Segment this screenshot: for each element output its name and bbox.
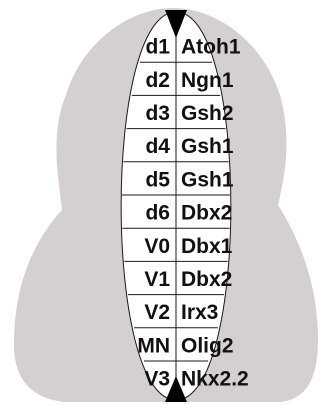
marker-gene: Ngn1 [181,69,234,92]
marker-gene: Irx3 [181,301,218,324]
roof-plate-triangle [165,10,187,38]
domain-name: V2 [144,301,170,324]
domain-name: MN [137,334,170,357]
marker-gene: Dbx2 [181,202,232,225]
marker-gene: Gsh1 [181,168,234,191]
domain-name: d3 [145,102,170,125]
domain-name: d1 [145,36,170,59]
marker-gene: Gsh2 [181,102,234,125]
marker-gene: Dbx1 [181,235,233,258]
marker-gene: Nkx2.2 [181,368,249,391]
domain-name: V1 [144,268,170,291]
domain-name: d4 [145,135,170,158]
domain-name: d2 [145,69,170,92]
marker-gene: Olig2 [181,334,234,357]
floor-plate-triangle [165,376,187,402]
domain-name: d6 [145,202,170,225]
domain-name: V3 [144,368,170,391]
domain-name: V0 [144,235,170,258]
domain-name: d5 [145,168,170,191]
marker-gene: Atoh1 [181,36,241,59]
marker-gene: Dbx2 [181,268,232,291]
marker-gene: Gsh1 [181,135,234,158]
